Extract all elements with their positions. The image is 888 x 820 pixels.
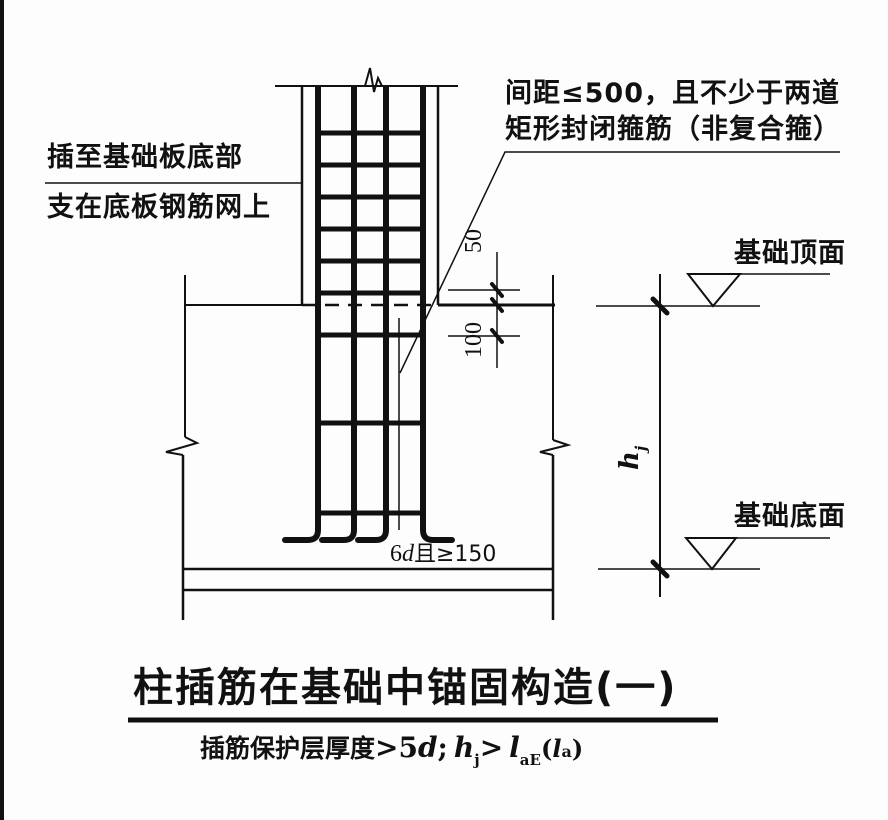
foundation-outline [165, 275, 572, 620]
diagram-subtitle: 插筋保护层厚度>5d;hj>laE(la) [200, 734, 583, 768]
height-symbol: h [615, 451, 645, 470]
height-dimension [596, 274, 760, 597]
note-support-on-mesh: 支在底板钢筋网上 [47, 192, 271, 223]
note-insert-to-slab-bottom: 插至基础板底部 [47, 142, 243, 173]
subtitle-h-subscript: j [474, 751, 480, 769]
subtitle-l-symbol: l [509, 731, 520, 764]
subtitle-d-symbol: d [417, 731, 438, 764]
dimension-label-100: 100 [461, 322, 487, 358]
subtitle-la-subscript: a [561, 742, 572, 761]
subtitle-paren-close: ) [571, 734, 584, 763]
hook-d-symbol: d [402, 541, 414, 567]
subtitle-cover-value: 5 [398, 731, 418, 764]
subtitle-gt-2: > [479, 731, 504, 764]
diagram-title: 柱插筋在基础中锚固构造(一) [133, 665, 678, 711]
subtitle-separator: ; [437, 731, 448, 764]
hook-length-text: 且≥150 [414, 542, 497, 567]
subtitle-h-symbol: h [453, 731, 475, 764]
note-stirrup-spacing: 间距≤500，且不少于两道 [505, 78, 840, 109]
stirrups [318, 130, 423, 516]
elevation-symbol-bottom [683, 537, 830, 571]
subtitle-la-symbol: l [552, 734, 562, 763]
foundation-bottom-label: 基础底面 [734, 501, 846, 532]
leader-lines [45, 151, 840, 374]
dimension-label-50: 50 [461, 229, 487, 253]
page-edge [0, 0, 4, 820]
subtitle-paren-open: ( [540, 734, 553, 763]
foundation-height-label: hj [615, 445, 650, 470]
note-stirrup-type: 矩形封闭箍筋（非复合箍） [505, 114, 841, 145]
elevation-symbol-top [685, 273, 830, 308]
subtitle-prefix: 插筋保护层厚度 [200, 734, 376, 763]
foundation-top-label: 基础顶面 [734, 238, 846, 269]
hook-length-prefix: 6 [390, 541, 402, 567]
hook-length-label: 6d且≥150 [390, 542, 496, 566]
dimension-50-100 [448, 252, 520, 368]
subtitle-l-subscript: aE [519, 751, 541, 769]
height-subscript: j [632, 445, 650, 452]
subtitle-gt-1: > [375, 731, 399, 764]
longitudinal-rebars [282, 86, 455, 543]
column-outline [275, 67, 458, 305]
